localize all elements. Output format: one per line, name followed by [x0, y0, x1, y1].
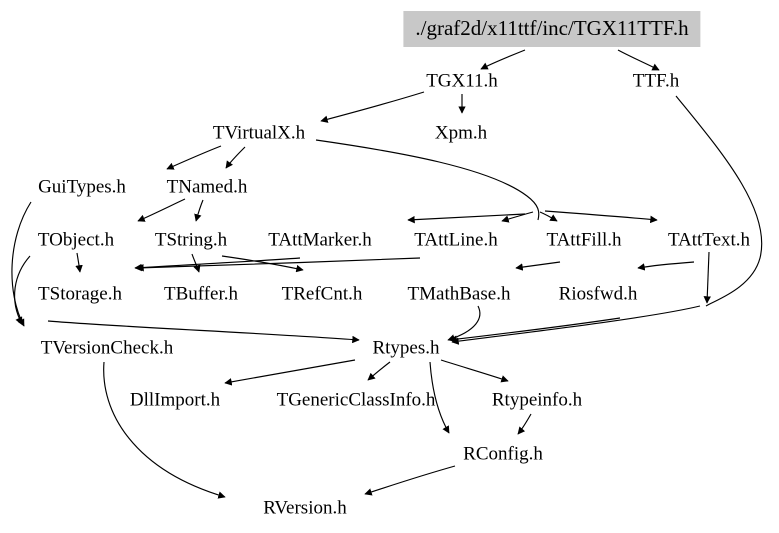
edge-tmathbase-rtypes: [447, 305, 481, 342]
edge-tvirtualx-tattmarker: [407, 213, 526, 224]
node-tnamed[interactable]: TNamed.h: [166, 176, 248, 198]
edge-tversioncheck-rversion: [103, 361, 226, 499]
edge-tattfill-rtypes: [515, 261, 561, 271]
node-ttf[interactable]: TTF.h: [632, 70, 680, 92]
edge-rtypes-dllimport: [224, 359, 356, 386]
edge-ttf-tatttext: [703, 251, 711, 304]
edge-tstring-tbuffer: [191, 253, 201, 273]
node-rtypeinfo[interactable]: Rtypeinfo.h: [491, 389, 583, 411]
edge-tvirtualx-tattfill: [539, 211, 558, 222]
edge-rtypes-rtypeinfo: [440, 359, 509, 383]
edge-tobject-tstorage: [75, 252, 83, 273]
node-xpm[interactable]: Xpm.h: [434, 122, 488, 144]
node-tattline[interactable]: TAttLine.h: [414, 229, 498, 251]
edge-tvirtualx-tatttext: [544, 210, 658, 224]
node-guitypes[interactable]: GuiTypes.h: [38, 176, 126, 198]
edge-guitypes-tversioncheck: [11, 201, 32, 327]
node-tgx11[interactable]: TGX11.h: [426, 70, 498, 92]
edge-tvirtualx-guitypes: [166, 145, 222, 170]
edge-ttf-right-curve: [675, 95, 763, 307]
node-riosfwd[interactable]: Riosfwd.h: [558, 283, 638, 305]
edge-tnamed-tstring: [194, 199, 204, 222]
edge-root-ttf: [617, 49, 660, 71]
edge-rtypeinfo-rconfig: [517, 413, 532, 435]
edge-tnamed-tobject: [137, 198, 186, 222]
edge-tatttext-rtypes: [637, 261, 695, 271]
node-tattfill[interactable]: TAttFill.h: [546, 229, 622, 251]
node-rtypes[interactable]: Rtypes.h: [372, 337, 440, 359]
edge-group: [11, 49, 763, 499]
edge-tobject-tversioncheck: [14, 255, 31, 325]
edge-rconfig-rversion: [364, 465, 456, 496]
node-tatttext[interactable]: TAttText.h: [667, 229, 751, 251]
node-rconfig[interactable]: RConfig.h: [463, 443, 543, 465]
edge-att-converge-rtypes: [451, 305, 701, 345]
edge-tgx11-tvirtualx: [320, 91, 425, 123]
edge-tvirtualx-tnamed: [225, 146, 246, 169]
edge-tattline-rtypes: [136, 257, 421, 272]
node-trefcnt[interactable]: TRefCnt.h: [281, 283, 363, 305]
edge-riosfwd-rtypes: [449, 317, 621, 343]
edge-root-tgx11: [480, 49, 526, 70]
node-tstorage[interactable]: TStorage.h: [38, 283, 122, 305]
node-dllimport[interactable]: DllImport.h: [129, 389, 221, 411]
edge-rtypes-rconfig: [429, 361, 450, 434]
edge-tobject-rtypes: [47, 320, 360, 344]
edge-tvirtualx-tattline: [501, 211, 534, 223]
node-root-tgx11ttf[interactable]: ./graf2d/x11ttf/inc/TGX11TTF.h: [403, 11, 701, 47]
node-tgenericclassinfo[interactable]: TGenericClassInfo.h: [276, 389, 436, 411]
node-tbuffer[interactable]: TBuffer.h: [163, 283, 239, 305]
edge-tvirtualx-fanout-stem: [315, 139, 540, 221]
edge-rtypes-tgenericclassinfo: [367, 361, 391, 381]
node-tobject[interactable]: TObject.h: [37, 229, 115, 251]
node-tvirtualx[interactable]: TVirtualX.h: [212, 122, 306, 144]
node-tattmarker[interactable]: TAttMarker.h: [268, 229, 372, 251]
edge-tstring-trefcnt: [221, 255, 304, 273]
node-rversion[interactable]: RVersion.h: [263, 497, 347, 519]
node-tmathbase[interactable]: TMathBase.h: [407, 283, 511, 305]
node-tstring[interactable]: TString.h: [154, 229, 228, 251]
node-tversioncheck[interactable]: TVersionCheck.h: [40, 337, 174, 359]
